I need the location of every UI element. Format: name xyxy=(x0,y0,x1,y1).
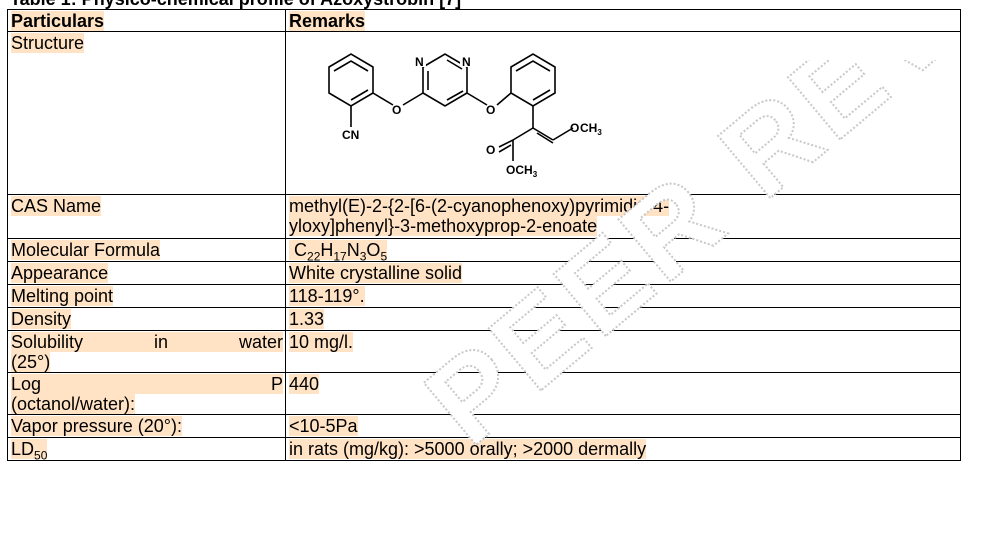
label-cell: Log P (octanol/water): xyxy=(7,372,286,415)
aromatic-bond xyxy=(532,89,551,101)
ether-bond xyxy=(402,92,424,106)
value-cell: <10-5Pa xyxy=(285,414,961,438)
row-value: 1.33 xyxy=(289,309,325,329)
aromatic-bond xyxy=(446,59,463,70)
row-value: 440 xyxy=(289,374,320,394)
label-cell: Vapor pressure (20°): xyxy=(7,414,286,438)
aromatic-bond xyxy=(515,60,551,72)
row-value: in rats (mg/kg): >5000 orally; >2000 der… xyxy=(289,439,647,459)
cn-label: CN xyxy=(342,128,359,142)
row-label-line-2: (octanol/water): xyxy=(11,394,136,414)
row-label: Density xyxy=(11,309,72,329)
oxygen-label: O xyxy=(486,103,495,117)
row-label-line-1: Solubility in water xyxy=(11,332,283,352)
oxygen-label: O xyxy=(570,121,579,135)
oxygen-label: O xyxy=(486,143,495,157)
side-chain-bond xyxy=(532,127,554,141)
table-row-structure: Structure CN O N xyxy=(7,31,961,195)
table-row-log-p: Log P (octanol/water): 440 xyxy=(7,372,961,415)
table-row-solubility: Solubility in water (25°) 10 mg/l. xyxy=(7,330,961,373)
table-row-cas-name: CAS Name methyl(E)-2-{2-[6-(2-cyanopheno… xyxy=(7,194,961,239)
benzene-ring-right xyxy=(510,53,556,107)
table-row-appearance: Appearance White crystalline solid xyxy=(7,261,961,285)
side-chain-bond xyxy=(512,127,534,141)
row-label: Melting point xyxy=(11,286,114,306)
table-row-molecular-formula: Molecular Formula C22H17N3O5 xyxy=(7,238,961,263)
methoxy-label: OCH3 xyxy=(506,163,538,179)
methyl-label: CH3 xyxy=(580,121,602,137)
label-cell: Melting point xyxy=(7,284,286,308)
value-cell: C22H17N3O5 xyxy=(285,238,961,263)
row-label-line-1: Log P xyxy=(11,374,283,394)
cas-name-line-2: yloxy]phenyl}-3-methoxyprop-2-enoate xyxy=(289,216,598,236)
value-cell: 118-119°. xyxy=(285,284,961,308)
table-row-ld50: LD50 in rats (mg/kg): >5000 orally; >200… xyxy=(7,437,961,463)
atom-background xyxy=(460,55,472,67)
row-label: CAS Name xyxy=(11,196,102,216)
aromatic-bond xyxy=(350,89,369,101)
table-caption: Table 1: Physico-chemical profile of Azo… xyxy=(10,0,970,9)
label-cell: Density xyxy=(7,307,286,331)
ether-bond xyxy=(372,92,394,106)
value-cell: 10 mg/l. xyxy=(285,330,961,373)
nitrogen-label: N xyxy=(415,55,424,69)
molecular-formula: C22H17N3O5 xyxy=(289,240,388,263)
aromatic-bond xyxy=(333,60,369,72)
value-cell: methyl(E)-2-{2-[6-(2-cyanophenoxy)pyrimi… xyxy=(285,194,961,239)
label-cell: Appearance xyxy=(7,261,286,285)
value-cell: White crystalline solid xyxy=(285,261,961,285)
row-label: LD50 xyxy=(11,439,48,463)
value-cell: 440 xyxy=(285,372,961,415)
aromatic-bond xyxy=(446,90,464,101)
row-label: Vapor pressure (20°): xyxy=(11,416,182,436)
row-label-line-2: (25°) xyxy=(11,352,51,372)
value-cell: 1.33 xyxy=(285,307,961,331)
profile-table: Particulars Remarks Structure CN O xyxy=(7,9,961,463)
carbonyl-bond xyxy=(498,144,512,153)
oxygen-label: O xyxy=(392,103,401,117)
header-particulars: Particulars xyxy=(11,11,105,31)
carbonyl-bond xyxy=(498,139,514,148)
row-value: White crystalline solid xyxy=(289,263,463,283)
header-row: Particulars Remarks xyxy=(7,9,961,32)
row-value: 10 mg/l. xyxy=(289,332,354,352)
row-label: Molecular Formula xyxy=(11,240,161,260)
label-cell: CAS Name xyxy=(7,194,286,239)
label-cell: Structure xyxy=(7,31,286,195)
double-bond xyxy=(536,132,554,144)
structure-cell: CN O N N O xyxy=(285,31,961,195)
label-cell: Solubility in water (25°) xyxy=(7,330,286,373)
atom-background xyxy=(414,55,426,67)
table-row-melting-point: Melting point 118-119°. xyxy=(7,284,961,308)
label-cell: LD50 xyxy=(7,437,286,463)
ether-bond xyxy=(466,92,488,106)
header-cell-remarks: Remarks xyxy=(285,9,961,32)
ether-bond xyxy=(496,92,512,106)
nitrogen-label: N xyxy=(462,55,471,69)
cas-name-line-1: methyl(E)-2-{2-[6-(2-cyanophenoxy)pyrimi… xyxy=(289,196,670,216)
header-remarks: Remarks xyxy=(289,11,366,31)
table-row-vapor-pressure: Vapor pressure (20°): <10-5Pa xyxy=(7,414,961,438)
value-cell: in rats (mg/kg): >5000 orally; >2000 der… xyxy=(285,437,961,461)
table-row-density: Density 1.33 xyxy=(7,307,961,331)
row-label: Structure xyxy=(11,33,85,53)
label-cell: Molecular Formula xyxy=(7,238,286,262)
header-cell-particulars: Particulars xyxy=(7,9,286,32)
azoxystrobin-structure-diagram: CN O N N O xyxy=(328,53,602,179)
side-chain-bond xyxy=(552,127,574,141)
row-label: Appearance xyxy=(11,263,109,283)
row-value: 118-119°. xyxy=(289,286,365,306)
row-value: <10-5Pa xyxy=(289,416,358,436)
